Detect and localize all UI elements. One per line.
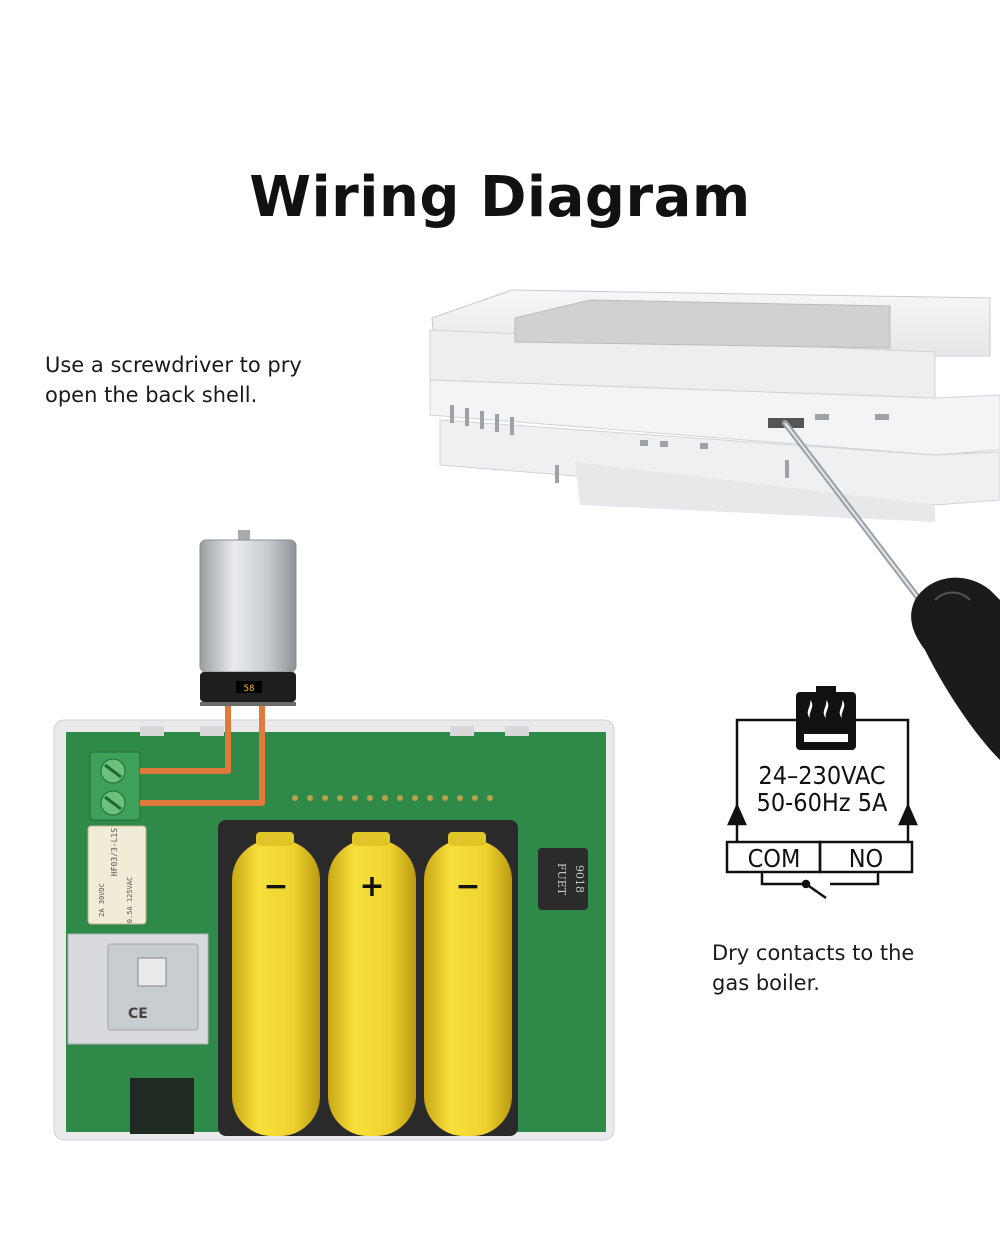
thermostat-device [429,289,1000,522]
switch-blade [805,882,827,900]
relay-label-2: 2A 30VDC [98,883,106,917]
relay-label-3: 0.5A 125VAC [126,877,134,923]
page-title: Wiring Diagram [249,165,751,230]
pry-instruction-caption: Use a screwdriver to pry open the back s… [45,350,302,410]
dry-caption-line-1: Dry contacts to the [712,941,915,965]
boiler-icon [796,686,856,750]
battery-center [328,832,416,1136]
screwdriver [782,420,1000,760]
pry-caption-line-2: open the back shell. [45,383,258,407]
inductor-label-2: 9018 [573,865,586,893]
wifi-module: CE [67,933,209,1045]
thermostat-pcb: HF03/3-L1S 2A 30VDC 0.5A 125VAC CE FUET … [53,719,615,1141]
relay-label-1: HF03/3-L1S [110,828,119,876]
boiler-wires [140,706,265,806]
battery-left [232,832,320,1136]
ic-chip [130,1078,194,1134]
battery-right [424,832,512,1136]
dry-contact-schematic [725,718,918,900]
com-label: COM [748,844,801,873]
battery-sign-center: + [359,869,384,904]
thermostat-screen [514,299,891,349]
no-box [818,840,914,874]
relay: HF03/3-L1S 2A 30VDC 0.5A 125VAC [87,825,147,925]
dry-caption-line-2: gas boiler. [712,971,820,995]
switch-right-lead [830,872,880,886]
schematic-left-line [735,718,800,812]
no-label: NO [849,844,884,873]
dry-contact-caption: Dry contacts to the gas boiler. [712,938,914,998]
schematic-right-line [852,718,910,812]
voltage-label: 24–230VAC [758,761,885,790]
module-ce-mark: CE [128,1006,148,1022]
battery-sign-left: − [263,869,288,904]
rating-label: 50-60Hz 5A [757,788,889,817]
gas-boiler: 58 [199,530,297,706]
battery-sign-right: − [455,869,480,904]
arrow-up-left [727,802,747,826]
wire-1 [140,706,231,774]
pry-caption-line-1: Use a screwdriver to pry [45,353,302,377]
switch-left-lead [760,872,806,886]
inductor-label-1: FUET [555,863,568,896]
arrow-up-right [898,802,918,826]
boiler-display: 58 [244,684,255,694]
wire-2 [140,706,265,806]
inductor: FUET 9018 [538,848,588,910]
